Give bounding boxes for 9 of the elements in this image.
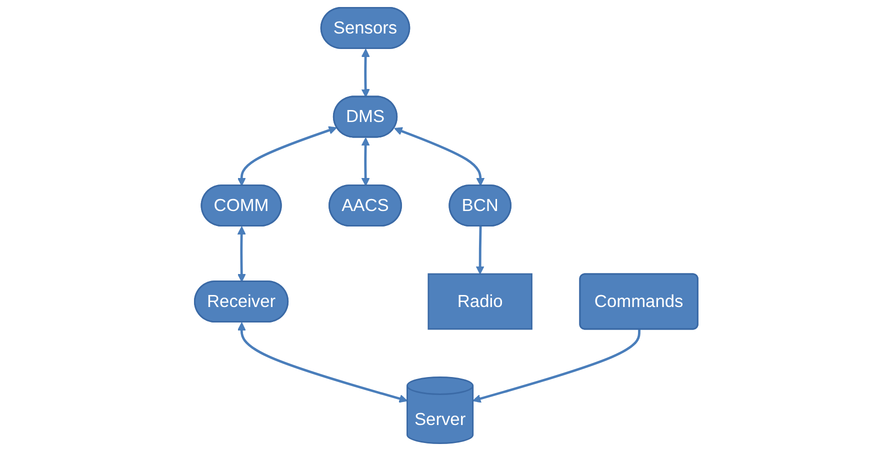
arrow <box>362 138 370 186</box>
arrow <box>394 127 485 186</box>
arrow <box>238 126 338 186</box>
node-box: Radio <box>428 273 533 330</box>
arrow <box>362 48 370 98</box>
arrow <box>476 226 485 274</box>
arrow <box>238 226 246 282</box>
arrow <box>238 322 408 403</box>
arrow <box>472 329 641 403</box>
